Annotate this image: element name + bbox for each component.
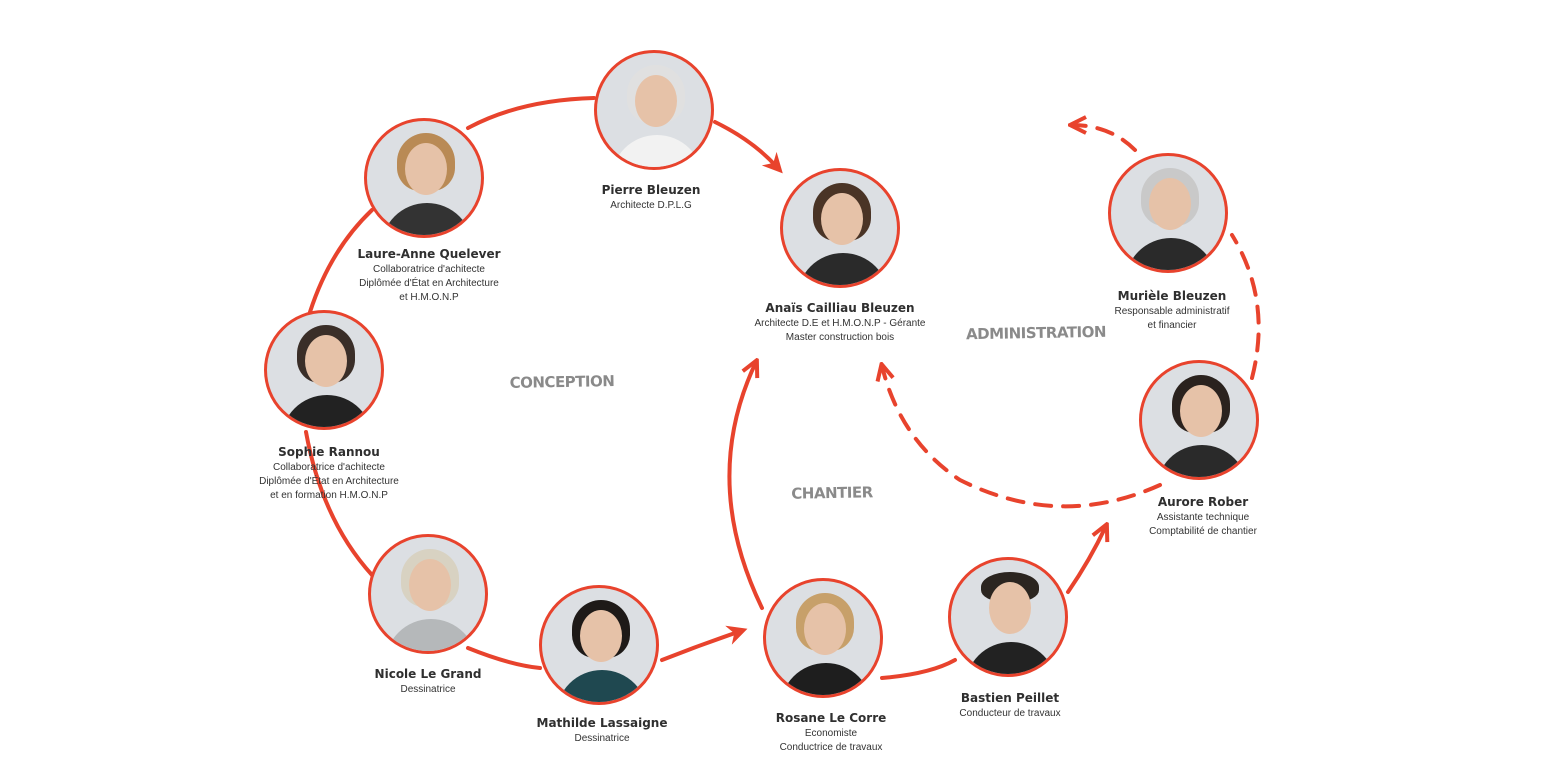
person-name: Pierre Bleuzen	[601, 183, 701, 197]
portrait-bastien-peillet	[948, 557, 1068, 677]
person-card-mathilde: Mathilde Lassaigne Dessinatrice	[482, 716, 722, 746]
person-name: Mathilde Lassaigne	[536, 716, 668, 730]
portrait-sophie-rannou	[264, 310, 384, 430]
link-nicole-mathilde	[466, 646, 542, 670]
arrow-rosane-anais	[727, 362, 764, 610]
person-role: Conducteur de travaux	[959, 708, 1061, 719]
person-name: Rosane Le Corre	[775, 711, 887, 725]
person-role: Diplômée d'État en Architecture	[259, 476, 399, 487]
section-label-conception: CONCEPTION	[509, 372, 615, 392]
arrow-mathilde-rosane	[660, 625, 748, 662]
portrait-pierre-bleuzen	[594, 50, 714, 170]
person-name: Bastien Peillet	[960, 691, 1060, 705]
link-sophie-nicole	[304, 430, 374, 577]
person-role: et H.M.O.N.P	[399, 292, 459, 303]
dashed-arrow-muriele-out	[1072, 125, 1137, 152]
section-label-chantier: CHANTIER	[791, 483, 873, 503]
portrait-laure-anne-quelever	[364, 118, 484, 238]
person-role: Master construction bois	[785, 332, 895, 343]
person-role: et financier	[1147, 320, 1197, 331]
person-role: Dessinatrice	[400, 684, 456, 695]
portrait-mathilde-lassaigne	[539, 585, 659, 705]
person-card-laure-anne: Laure-Anne Quelever Collaboratrice d'ach…	[309, 247, 549, 305]
person-name: Laure-Anne Quelever	[357, 247, 501, 261]
person-card-nicole: Nicole Le Grand Dessinatrice	[308, 667, 548, 697]
portrait-anais-cailliau-bleuzen	[780, 168, 900, 288]
person-role: et en formation H.M.O.N.P	[270, 490, 388, 501]
person-role: Economiste	[804, 728, 858, 739]
person-name: Sophie Rannou	[278, 445, 380, 459]
portrait-rosane-le-corre	[763, 578, 883, 698]
person-role: Comptabilité de chantier	[1149, 526, 1257, 537]
person-name: Anaïs Cailliau Bleuzen	[765, 301, 915, 315]
person-card-rosane: Rosane Le Corre Economiste Conductrice d…	[711, 711, 951, 755]
person-name: Murièle Bleuzen	[1117, 289, 1227, 303]
person-role: Dessinatrice	[574, 733, 630, 744]
person-role: Collaboratrice d'achitecte	[373, 264, 485, 275]
portrait-nicole-le-grand	[368, 534, 488, 654]
portrait-muriele-bleuzen	[1108, 153, 1228, 273]
link-rosane-bastien	[880, 658, 957, 680]
person-name: Aurore Rober	[1157, 495, 1249, 509]
person-role: Conductrice de travaux	[779, 742, 883, 753]
person-name: Nicole Le Grand	[374, 667, 482, 681]
person-card-sophie: Sophie Rannou Collaboratrice d'achitecte…	[209, 445, 449, 503]
person-role: Collaboratrice d'achitecte	[273, 462, 385, 473]
dashed-arrow-aurore-anais	[882, 366, 1162, 509]
arrow-bastien-aurore	[1066, 526, 1106, 594]
arrow-pierre-anais	[713, 120, 783, 174]
person-role: Responsable administratif	[1114, 306, 1230, 317]
person-card-muriele: Murièle Bleuzen Responsable administrati…	[1052, 289, 1292, 333]
portrait-aurore-rober	[1139, 360, 1259, 480]
link-laure-anne-sophie	[308, 208, 374, 314]
person-role: Assistante technique	[1156, 512, 1250, 523]
person-role: Architecte D.E et H.M.O.N.P - Gérante	[754, 318, 926, 329]
link-pierre-laure-anne	[466, 96, 596, 130]
person-role: Architecte D.P.L.G	[610, 200, 692, 211]
person-card-pierre: Pierre Bleuzen Architecte D.P.L.G	[531, 183, 771, 213]
person-card-aurore: Aurore Rober Assistante technique Compta…	[1083, 495, 1323, 539]
person-card-anais: Anaïs Cailliau Bleuzen Architecte D.E et…	[720, 301, 960, 345]
person-card-bastien: Bastien Peillet Conducteur de travaux	[890, 691, 1130, 721]
person-role: Diplômée d'État en Architecture	[359, 278, 499, 289]
